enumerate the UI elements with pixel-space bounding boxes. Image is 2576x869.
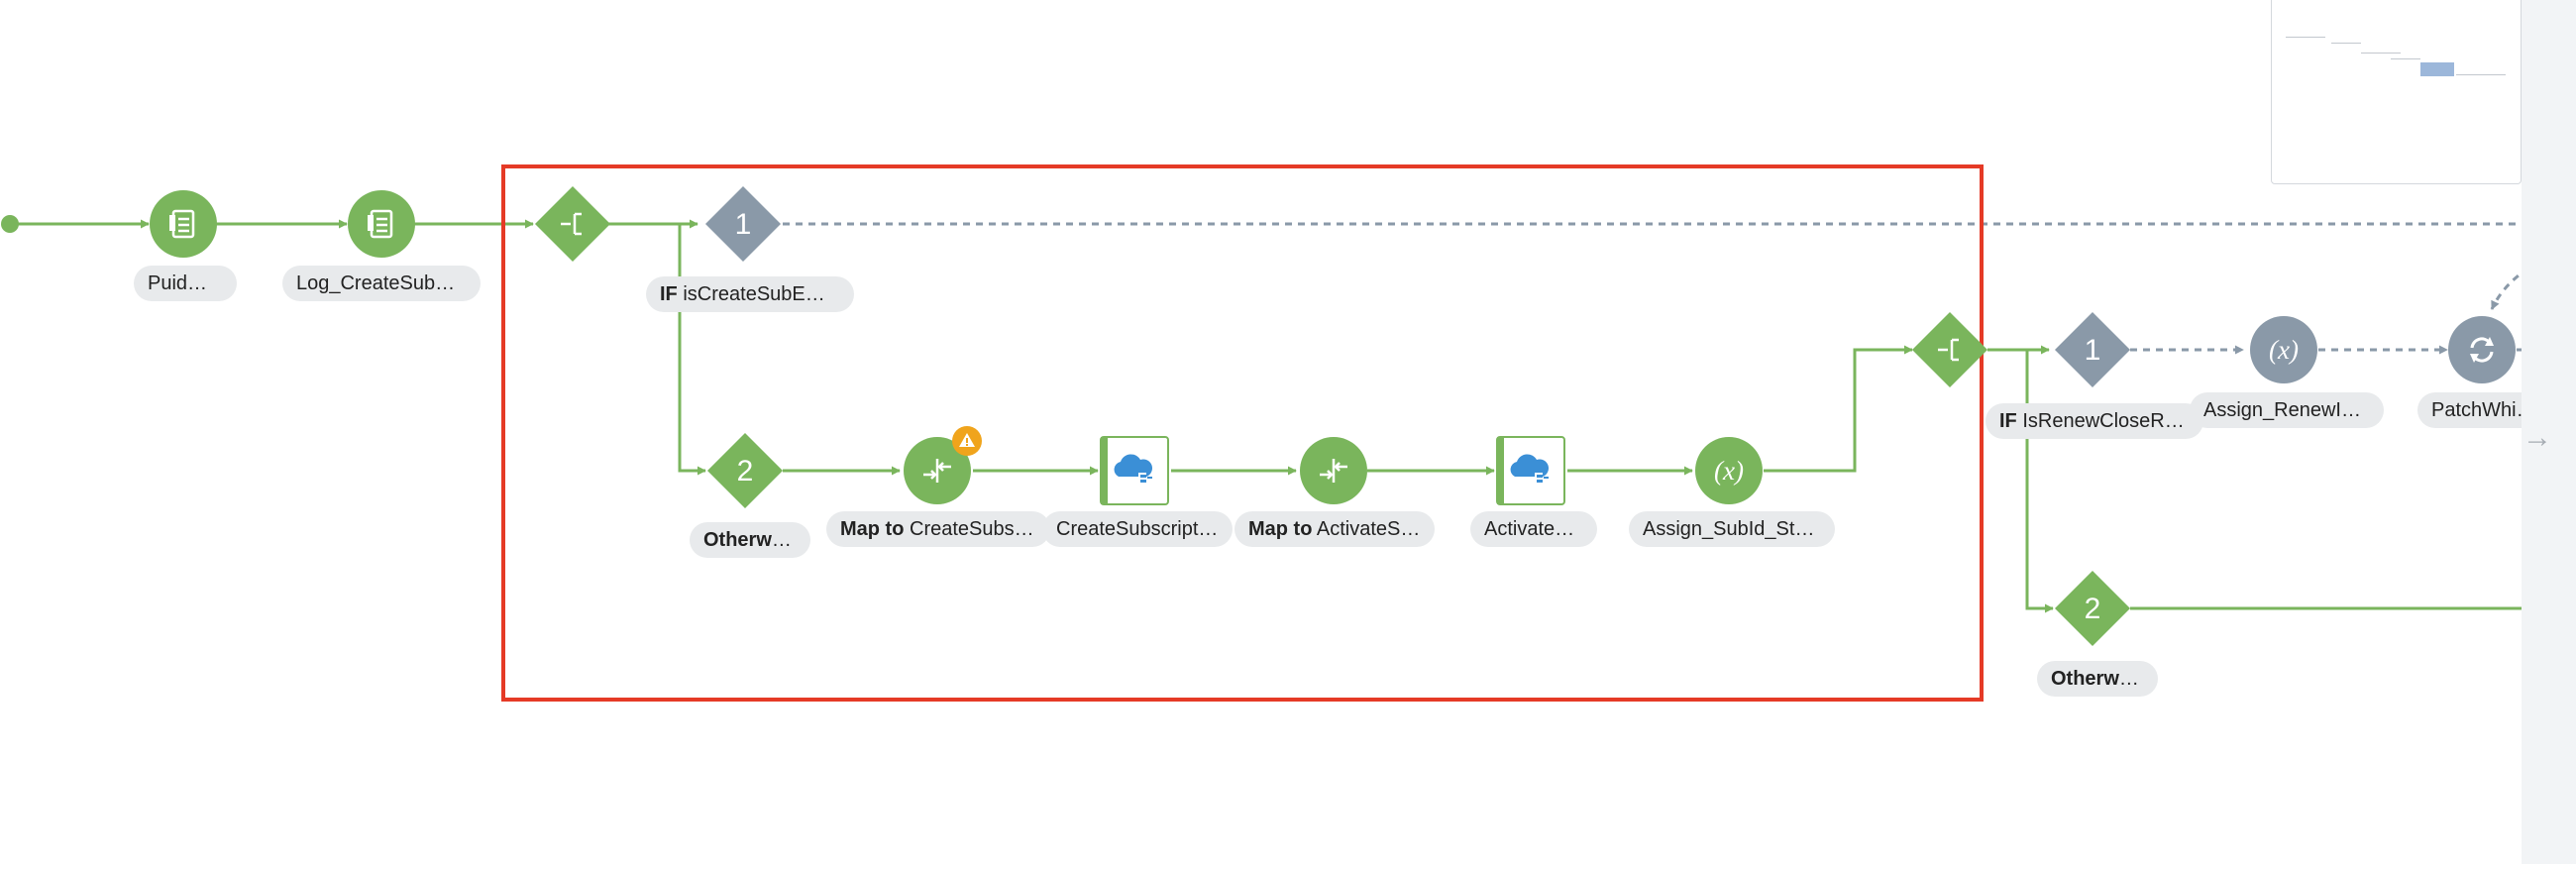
branch1-label-text: isCreateSubEmpty <box>683 283 849 305</box>
log-createsubmap-node[interactable] <box>348 190 415 258</box>
branch2-1-prefix: IF <box>1999 410 2017 432</box>
minimap-viewport[interactable] <box>2420 62 2454 76</box>
minimap[interactable] <box>2271 0 2522 184</box>
branch1-node[interactable]: 1 <box>705 186 781 262</box>
minimap-flow-line <box>2391 58 2420 59</box>
log-createsubmap-label[interactable]: Log_CreateSubMap <box>282 266 481 301</box>
branch2-1-label[interactable]: IF IsRenewCloseReq… <box>1986 403 2203 439</box>
puidmap-label-text: PuidMap <box>148 272 226 294</box>
canvas-right-strip <box>2522 0 2576 864</box>
connector-assign-switch2 <box>1764 345 1913 473</box>
branch2-1-label-text: IsRenewCloseReq… <box>2022 410 2203 432</box>
switch-icon <box>1938 338 1959 362</box>
minimap-flow-line <box>2361 53 2401 54</box>
assign-subid-status-node[interactable]: (x) <box>1695 437 1763 504</box>
activatesub-label-text: ActivateSub <box>1484 518 1590 540</box>
branch2-2-node[interactable]: 2 <box>2055 571 2130 646</box>
map-to-activatesub-prefix: Map to <box>1248 518 1313 540</box>
assign-renewindex-label-text: Assign_RenewIndex <box>2203 399 2384 421</box>
scroll-right-arrow-icon[interactable]: → <box>2522 421 2552 454</box>
assign-icon: (x) <box>1714 456 1744 486</box>
connector-switch1-branch2 <box>604 222 706 476</box>
connector-switch2-branch22 <box>1987 348 2054 613</box>
minimap-flow-line <box>2286 37 2325 38</box>
assign-renewindex-label[interactable]: Assign_RenewIndex <box>2190 392 2384 428</box>
branch2-2-number: 2 <box>2085 593 2101 625</box>
activatesub-label[interactable]: ActivateSub <box>1470 511 1597 547</box>
map-to-createsub-prefix: Map to <box>840 518 905 540</box>
createsubscription-node[interactable] <box>1100 436 1169 505</box>
active-connectors <box>8 219 2522 613</box>
cloud-adapter-icon <box>1114 454 1153 485</box>
mapper-icon <box>1320 459 1347 483</box>
branch2-number: 2 <box>737 455 754 488</box>
switch1-node[interactable] <box>535 186 610 262</box>
assign-icon: (x) <box>2269 335 2299 365</box>
start-dot <box>1 215 19 233</box>
minimap-flow-line <box>2331 43 2361 44</box>
warning-icon <box>952 426 982 456</box>
branch2-label[interactable]: Otherwise <box>690 522 810 558</box>
activatesub-node[interactable] <box>1496 436 1565 505</box>
mapper-icon <box>923 459 951 483</box>
selection-highlight <box>501 164 1984 702</box>
branch2-1-number: 1 <box>2085 334 2101 367</box>
map-to-createsub-label-text: CreateSubsc… <box>910 518 1044 540</box>
map-to-activatesub-label-text: ActivateSub <box>1316 518 1423 540</box>
map-doc-icon <box>368 209 393 239</box>
minimap-flow-line <box>2456 74 2506 75</box>
assign-subid-status-label[interactable]: Assign_SubId_Status <box>1629 511 1835 547</box>
puidmap-label[interactable]: PuidMap <box>134 266 237 301</box>
createsubscription-label[interactable]: CreateSubscription <box>1042 511 1233 547</box>
map-to-activatesub-label[interactable]: Map to ActivateSub <box>1234 511 1435 547</box>
patchwhile1-node[interactable] <box>2448 316 2516 383</box>
map-to-activatesub-node[interactable] <box>1300 437 1367 504</box>
puidmap-node[interactable] <box>150 190 217 258</box>
branch2-2-label[interactable]: Otherwise <box>2037 661 2158 697</box>
branch1-prefix: IF <box>660 283 678 305</box>
branch2-1-node[interactable]: 1 <box>2055 312 2130 387</box>
createsubscription-label-text: CreateSubscription <box>1056 518 1226 540</box>
assign-renewindex-node[interactable]: (x) <box>2250 316 2317 383</box>
branch1-number: 1 <box>735 208 752 241</box>
branch1-label[interactable]: IF isCreateSubEmpty <box>646 276 854 312</box>
branch2-2-label-text: Otherwise <box>2051 668 2147 690</box>
map-doc-icon <box>169 209 195 239</box>
map-to-createsub-node[interactable] <box>904 426 982 504</box>
switch-icon <box>561 212 582 236</box>
assign-subid-status-label-text: Assign_SubId_Status <box>1643 518 1833 540</box>
branch2-label-text: Otherwise <box>703 529 800 551</box>
cloud-adapter-icon <box>1510 454 1550 485</box>
switch2-node[interactable] <box>1912 312 1987 387</box>
map-to-createsub-label[interactable]: Map to CreateSubsc… <box>826 511 1050 547</box>
loop-icon <box>2470 337 2494 363</box>
log-createsubmap-label-text: Log_CreateSubMap <box>296 272 475 294</box>
branch2-node[interactable]: 2 <box>707 433 783 508</box>
